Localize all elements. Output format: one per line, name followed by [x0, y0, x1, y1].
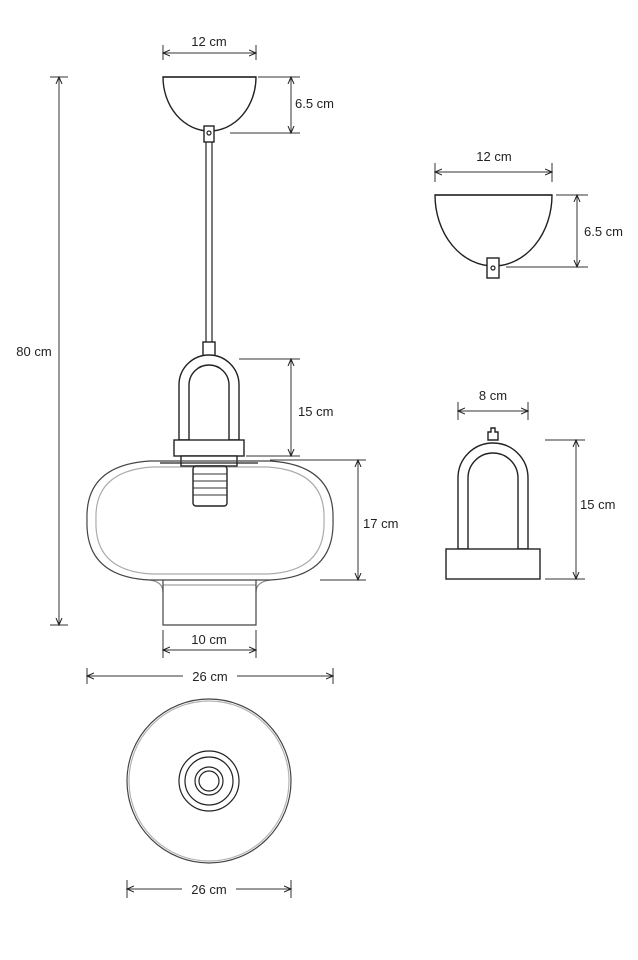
label-detail-holder-height: 15 cm — [580, 497, 615, 512]
glass-neck — [162, 580, 257, 626]
dim-canopy-height: 6.5 cm — [230, 77, 334, 133]
detail-holder-view — [445, 427, 541, 580]
holder-loop — [178, 354, 240, 441]
label-holder-height: 15 cm — [298, 404, 333, 419]
label-shade-width: 26 cm — [192, 669, 227, 684]
dim-neck-width: 10 cm — [163, 630, 256, 658]
label-detail-canopy-width: 12 cm — [476, 149, 511, 164]
pendant-side-view — [86, 76, 334, 626]
holder-base — [173, 439, 245, 457]
dim-detail-holder-height: 15 cm — [545, 440, 615, 579]
top-view — [126, 698, 292, 864]
dim-holder-height: 15 cm — [239, 359, 333, 456]
label-neck-width: 10 cm — [191, 632, 226, 647]
dim-top-view-width: 26 cm — [127, 880, 291, 898]
dim-total-height: 80 cm — [13, 77, 68, 625]
label-detail-holder-width: 8 cm — [479, 388, 507, 403]
label-canopy-height: 6.5 cm — [295, 96, 334, 111]
dim-shade-height: 17 cm — [270, 460, 398, 580]
detail-canopy-view — [434, 194, 553, 279]
label-top-view-width: 26 cm — [191, 882, 226, 897]
dim-detail-canopy-height: 6.5 cm — [506, 195, 623, 267]
dim-canopy-width: 12 cm — [163, 33, 256, 60]
top-view-collar — [178, 750, 240, 812]
label-shade-height: 17 cm — [363, 516, 398, 531]
canopy — [162, 76, 257, 132]
label-total-height: 80 cm — [16, 344, 51, 359]
dim-detail-canopy-width: 12 cm — [435, 148, 552, 182]
top-view-socket — [194, 766, 224, 796]
label-canopy-width: 12 cm — [191, 34, 226, 49]
socket — [192, 465, 228, 507]
dim-detail-holder-width: 8 cm — [458, 388, 528, 420]
canopy-clamp — [203, 125, 215, 143]
dim-shade-width: 26 cm — [87, 668, 333, 684]
top-view-outer — [126, 698, 292, 864]
label-detail-canopy-height: 6.5 cm — [584, 224, 623, 239]
